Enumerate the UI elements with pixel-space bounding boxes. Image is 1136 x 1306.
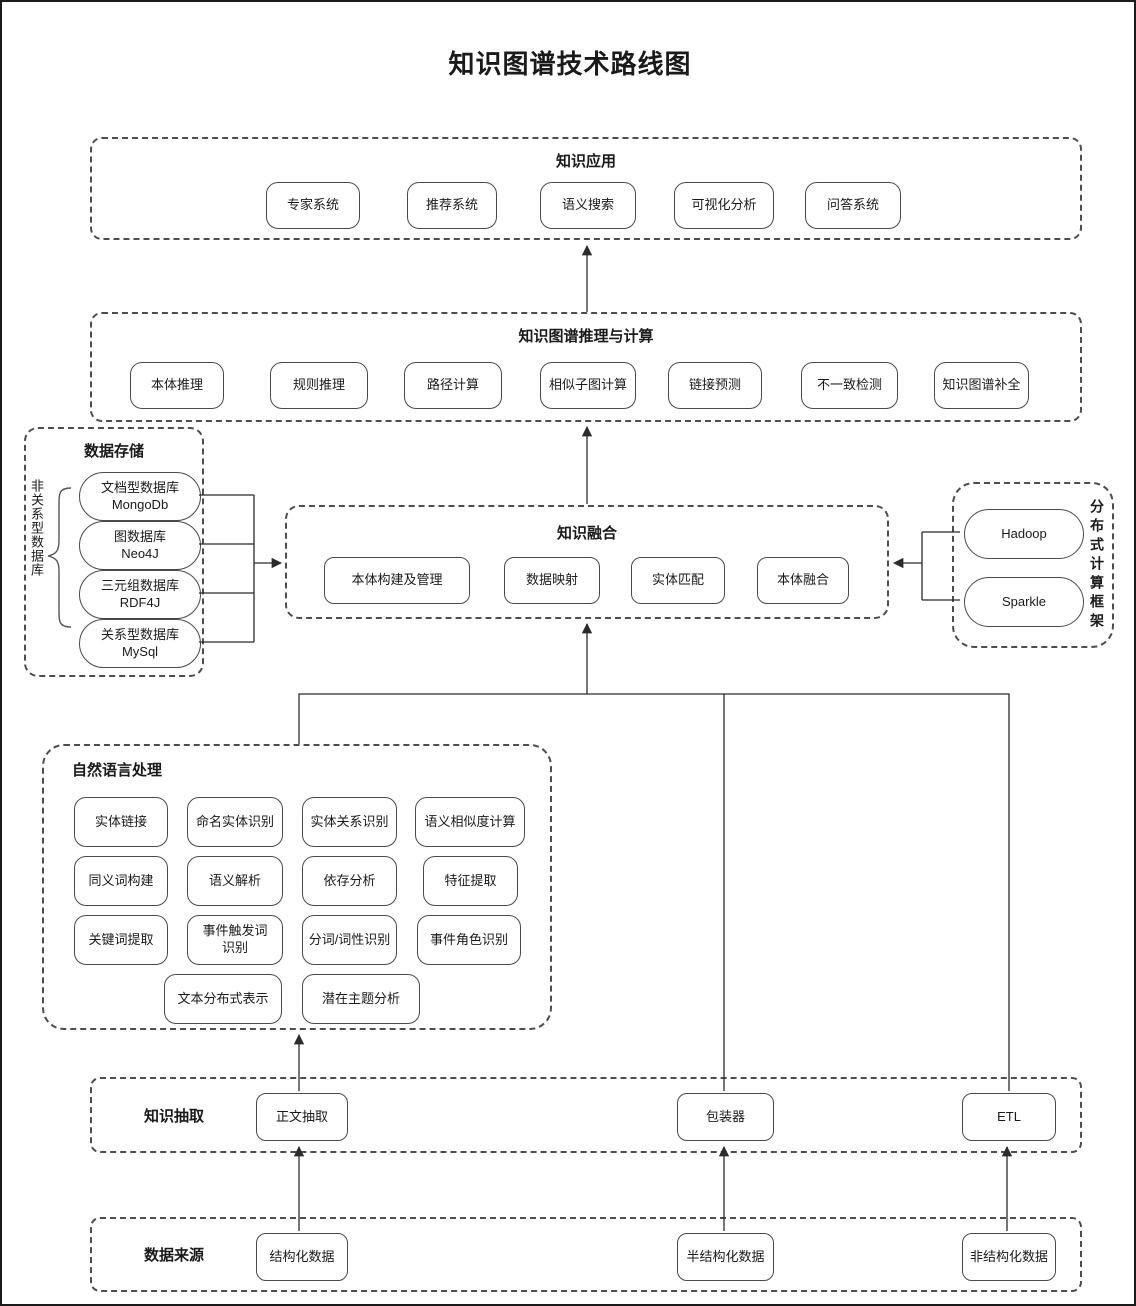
node-semi-structured-data: 半结构化数据 [677,1233,774,1281]
node-recommendation-system: 推荐系统 [407,182,497,229]
node-mongodb-name: MongoDb [111,496,169,512]
node-mysql-name: MySql [121,643,159,659]
node-keyword-extraction: 关键词提取 [74,915,168,965]
node-mongodb: 文档型数据库 MongoDb [79,472,201,521]
node-kg-completion: 知识图谱补全 [934,362,1029,409]
knowledge-fusion-group: 知识融合 本体构建及管理 数据映射 实体匹配 本体融合 [285,505,889,619]
node-relation-recognition: 实体关系识别 [302,797,397,847]
node-entity-matching: 实体匹配 [631,557,725,604]
node-neo4j-type: 图数据库 [113,528,166,544]
data-source-title: 数据来源 [144,1247,205,1264]
nlp-group: 自然语言处理 实体链接 命名实体识别 实体关系识别 语义相似度计算 同义词构建 … [42,744,552,1030]
knowledge-extraction-title: 知识抽取 [144,1107,205,1125]
data-source-group: 数据来源 结构化数据 半结构化数据 非结构化数据 [90,1217,1082,1292]
node-hadoop: Hadoop [964,509,1084,559]
node-synonym-construction: 同义词构建 [74,856,168,906]
node-wrapper: 包装器 [677,1093,774,1141]
node-rule-reasoning: 规则推理 [270,362,368,409]
page-title: 知识图谱技术路线图 [448,49,692,79]
node-text-distributed-representation: 文本分布式表示 [164,974,282,1024]
node-ontology-fusion: 本体融合 [757,557,849,604]
node-sparkle: Sparkle [964,577,1084,627]
node-feature-extraction: 特征提取 [423,856,518,906]
knowledge-application-group: 知识应用 专家系统 推荐系统 语义搜索 可视化分析 问答系统 [90,137,1082,240]
node-neo4j-name: Neo4J [121,545,159,561]
node-ontology-management: 本体构建及管理 [324,557,470,604]
node-mysql: 关系型数据库 MySql [79,619,201,668]
node-visual-analysis: 可视化分析 [674,182,774,229]
node-rdf4j: 三元组数据库 RDF4J [79,570,201,619]
node-mongodb-type: 文档型数据库 [100,479,179,495]
knowledge-extraction-group: 知识抽取 正文抽取 包装器 ETL [90,1077,1082,1153]
node-latent-topic-analysis: 潜在主题分析 [302,974,420,1024]
node-similar-subgraph: 相似子图计算 [540,362,636,409]
node-dependency-parsing: 依存分析 [302,856,397,906]
node-text-extraction: 正文抽取 [256,1093,348,1141]
reasoning-group: 知识图谱推理与计算 本体推理 规则推理 路径计算 相似子图计算 链接预测 不一致… [90,312,1082,422]
non-relational-db-label: 非关系型数据库 [29,479,44,577]
node-entity-linking: 实体链接 [74,797,168,847]
node-named-entity-recognition: 命名实体识别 [187,797,283,847]
node-ontology-reasoning: 本体推理 [130,362,224,409]
node-path-computation: 路径计算 [404,362,502,409]
knowledge-fusion-title: 知识融合 [556,525,617,542]
node-rdf4j-name: RDF4J [119,594,161,610]
distributed-computing-group: 分布式计算框架 Hadoop Sparkle [952,482,1114,648]
node-expert-system: 专家系统 [266,182,360,229]
node-qa-system: 问答系统 [805,182,901,229]
node-semantic-similarity: 语义相似度计算 [415,797,525,847]
node-neo4j: 图数据库 Neo4J [79,521,201,570]
data-storage-group: 数据存储 非关系型数据库 文档型数据库 MongoDb 图数据库 Neo4J 三… [24,427,204,677]
distributed-computing-label: 分布式计算框架 [1089,499,1105,632]
node-unstructured-data: 非结构化数据 [962,1233,1056,1281]
node-mysql-type: 关系型数据库 [100,626,179,642]
node-inconsistency-detection: 不一致检测 [801,362,898,409]
reasoning-title: 知识图谱推理与计算 [518,328,654,345]
data-storage-title: 数据存储 [83,443,144,460]
node-rdf4j-type: 三元组数据库 [100,577,179,593]
nlp-title: 自然语言处理 [72,762,163,779]
node-semantic-search: 语义搜索 [540,182,636,229]
node-link-prediction: 链接预测 [668,362,762,409]
node-data-mapping: 数据映射 [504,557,600,604]
node-semantic-parsing: 语义解析 [187,856,283,906]
node-etl: ETL [962,1093,1056,1141]
node-word-segmentation: 分词/词性识别 [302,915,397,965]
node-structured-data: 结构化数据 [256,1233,348,1281]
knowledge-application-title: 知识应用 [555,153,616,170]
node-event-trigger-recognition: 事件触发词识别 [187,915,283,965]
node-event-role-recognition: 事件角色识别 [417,915,521,965]
